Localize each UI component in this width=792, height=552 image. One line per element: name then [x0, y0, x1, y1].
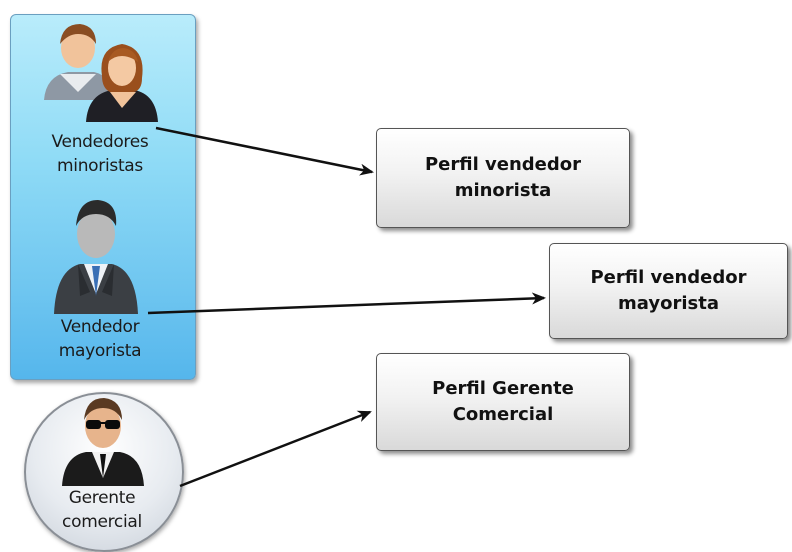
wholesale-arrow: [147, 292, 546, 315]
manager-label: Gerente comercial: [32, 486, 172, 534]
manager-profile-line2: Comercial: [452, 404, 554, 425]
manager-profile-line1: Perfil Gerente: [432, 378, 574, 399]
manager-label-line1: Gerente: [68, 488, 136, 508]
manager-icon: [62, 398, 144, 486]
wholesale-profile-line2: mayorista: [618, 293, 719, 314]
retail-sellers-label-line1: Vendedores: [51, 132, 149, 152]
manager-label-line2: comercial: [62, 512, 142, 532]
retail-profile-box: Perfil vendedor minorista: [376, 128, 630, 228]
retail-profile-line1: Perfil vendedor: [424, 154, 582, 175]
retail-arrow: [155, 126, 374, 176]
wholesale-seller-label-line1: Vendedor: [60, 317, 140, 337]
retail-sellers-label: Vendedores minoristas: [30, 130, 170, 178]
wholesale-seller-icon: [54, 200, 138, 314]
retail-profile-line2: minorista: [454, 180, 552, 201]
retail-sellers-icon: [44, 24, 158, 122]
retail-sellers-label-line2: minoristas: [57, 156, 143, 176]
wholesale-seller-label: Vendedor mayorista: [30, 315, 170, 363]
wholesale-seller-label-line2: mayorista: [58, 341, 142, 361]
manager-arrow: [179, 410, 372, 488]
manager-profile-box: Perfil Gerente Comercial: [376, 353, 630, 451]
wholesale-profile-line1: Perfil vendedor: [590, 267, 747, 288]
wholesale-profile-box: Perfil vendedor mayorista: [549, 243, 788, 339]
